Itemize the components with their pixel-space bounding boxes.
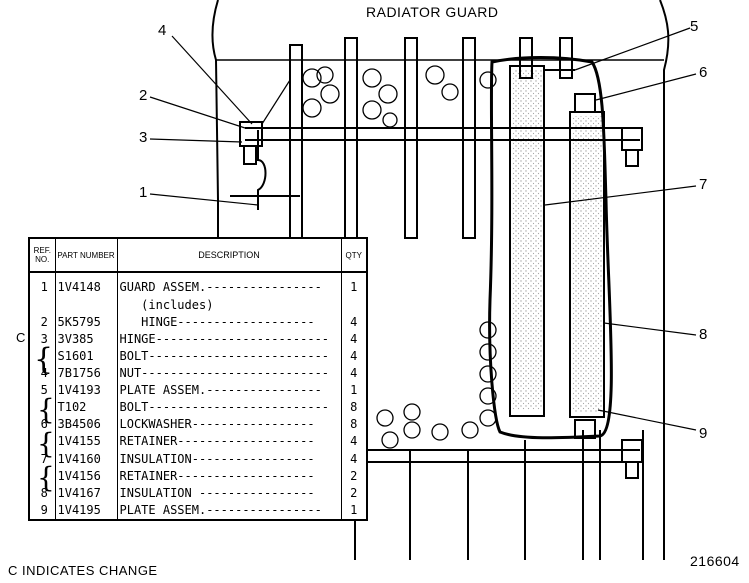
qty-cell: 2	[350, 485, 358, 500]
change-marker: C	[16, 330, 26, 345]
ref-cell: 4	[29, 365, 56, 383]
part-number-cell: 5K5795	[55, 313, 118, 331]
group-brace-6: {	[37, 393, 55, 426]
description-cell: NUT--------------------------	[117, 365, 342, 383]
qty-cell	[341, 297, 367, 314]
qty-cell: 1	[350, 383, 358, 398]
callout-7: 7	[699, 176, 708, 193]
drawing-title: RADIATOR GUARD	[366, 4, 499, 20]
description-cell: INSULATION ----------------	[117, 484, 342, 502]
table-row: (includes)	[29, 296, 367, 314]
group-brace-7: {	[37, 427, 55, 460]
part-number-cell: 1V4155	[55, 433, 118, 451]
callout-9: 9	[699, 425, 708, 442]
ref-cell: 5	[29, 382, 56, 400]
ref-cell: 6	[29, 416, 56, 434]
description-cell: LOCKWASHER-----------------	[117, 416, 342, 434]
qty-cell: 1	[350, 280, 358, 295]
change-note: C INDICATES CHANGE	[8, 563, 158, 578]
group-brace-8: {	[37, 461, 55, 494]
description-cell: BOLT-------------------------	[117, 347, 342, 365]
description-cell: RETAINER-------------------	[117, 433, 342, 451]
part-number-cell: 7B1756	[55, 365, 118, 383]
ref-cell: 8	[29, 484, 56, 502]
qty-cell: 8	[350, 417, 358, 432]
drawing-number: 216604	[690, 553, 740, 569]
description-cell: (includes)	[117, 296, 342, 314]
description-cell: INSULATION-----------------	[117, 450, 342, 468]
part-number-cell: 1V4195	[55, 501, 118, 520]
description-cell: PLATE ASSEM.----------------	[117, 382, 342, 400]
part-number-cell	[55, 296, 118, 314]
ref-cell	[29, 433, 56, 451]
ref-cell: 3	[29, 330, 56, 348]
part-number-cell: 1V4167	[55, 484, 118, 502]
qty-cell: 4	[350, 331, 358, 346]
qty-cell: 1	[350, 502, 358, 517]
ref-cell	[29, 467, 56, 485]
part-number-cell: 1V4193	[55, 382, 118, 400]
ref-cell	[29, 347, 56, 365]
callout-6: 6	[699, 64, 708, 81]
callout-8: 8	[699, 326, 708, 343]
qty-cell: 4	[350, 348, 358, 363]
ref-cell: 7	[29, 450, 56, 468]
part-number-cell: S1601	[55, 347, 118, 365]
description-cell: RETAINER-------------------	[117, 467, 342, 485]
qty-cell: 4	[350, 434, 358, 449]
ref-cell	[29, 296, 56, 314]
header-description: DESCRIPTION	[117, 238, 342, 273]
parts-table-header: REF. NO. PART NUMBER DESCRIPTION QTY	[29, 238, 367, 273]
description-cell: PLATE ASSEM.----------------	[117, 501, 342, 520]
part-number-cell: 1V4156	[55, 467, 118, 485]
ref-cell: 1	[29, 272, 56, 297]
qty-cell: 4	[350, 366, 358, 381]
header-qty: QTY	[341, 238, 367, 273]
part-number-cell: 3V385	[55, 330, 118, 348]
callout-4: 4	[158, 22, 167, 39]
part-number-cell: T102	[55, 399, 118, 417]
description-cell: HINGE------------------------	[117, 330, 342, 348]
callout-1: 1	[139, 184, 148, 201]
qty-cell: 2	[350, 468, 358, 483]
callout-2: 2	[139, 87, 148, 104]
callout-5: 5	[690, 18, 699, 35]
description-cell: BOLT-------------------------	[117, 399, 342, 417]
header-ref-no: REF. NO.	[29, 238, 56, 273]
group-brace-4: {	[34, 342, 54, 377]
header-part-number: PART NUMBER	[55, 238, 118, 273]
ref-cell: 2	[29, 313, 56, 331]
qty-cell: 8	[350, 400, 358, 415]
part-number-cell: 1V4160	[55, 450, 118, 468]
part-number-cell: 3B4506	[55, 416, 118, 434]
description-cell: GUARD ASSEM.----------------	[117, 272, 342, 297]
callout-3: 3	[139, 129, 148, 146]
qty-cell: 4	[350, 451, 358, 466]
ref-cell: 9	[29, 501, 56, 520]
ref-cell	[29, 399, 56, 417]
description-cell: HINGE-------------------	[117, 313, 342, 331]
part-number-cell: 1V4148	[55, 272, 118, 297]
qty-cell: 4	[350, 314, 358, 329]
